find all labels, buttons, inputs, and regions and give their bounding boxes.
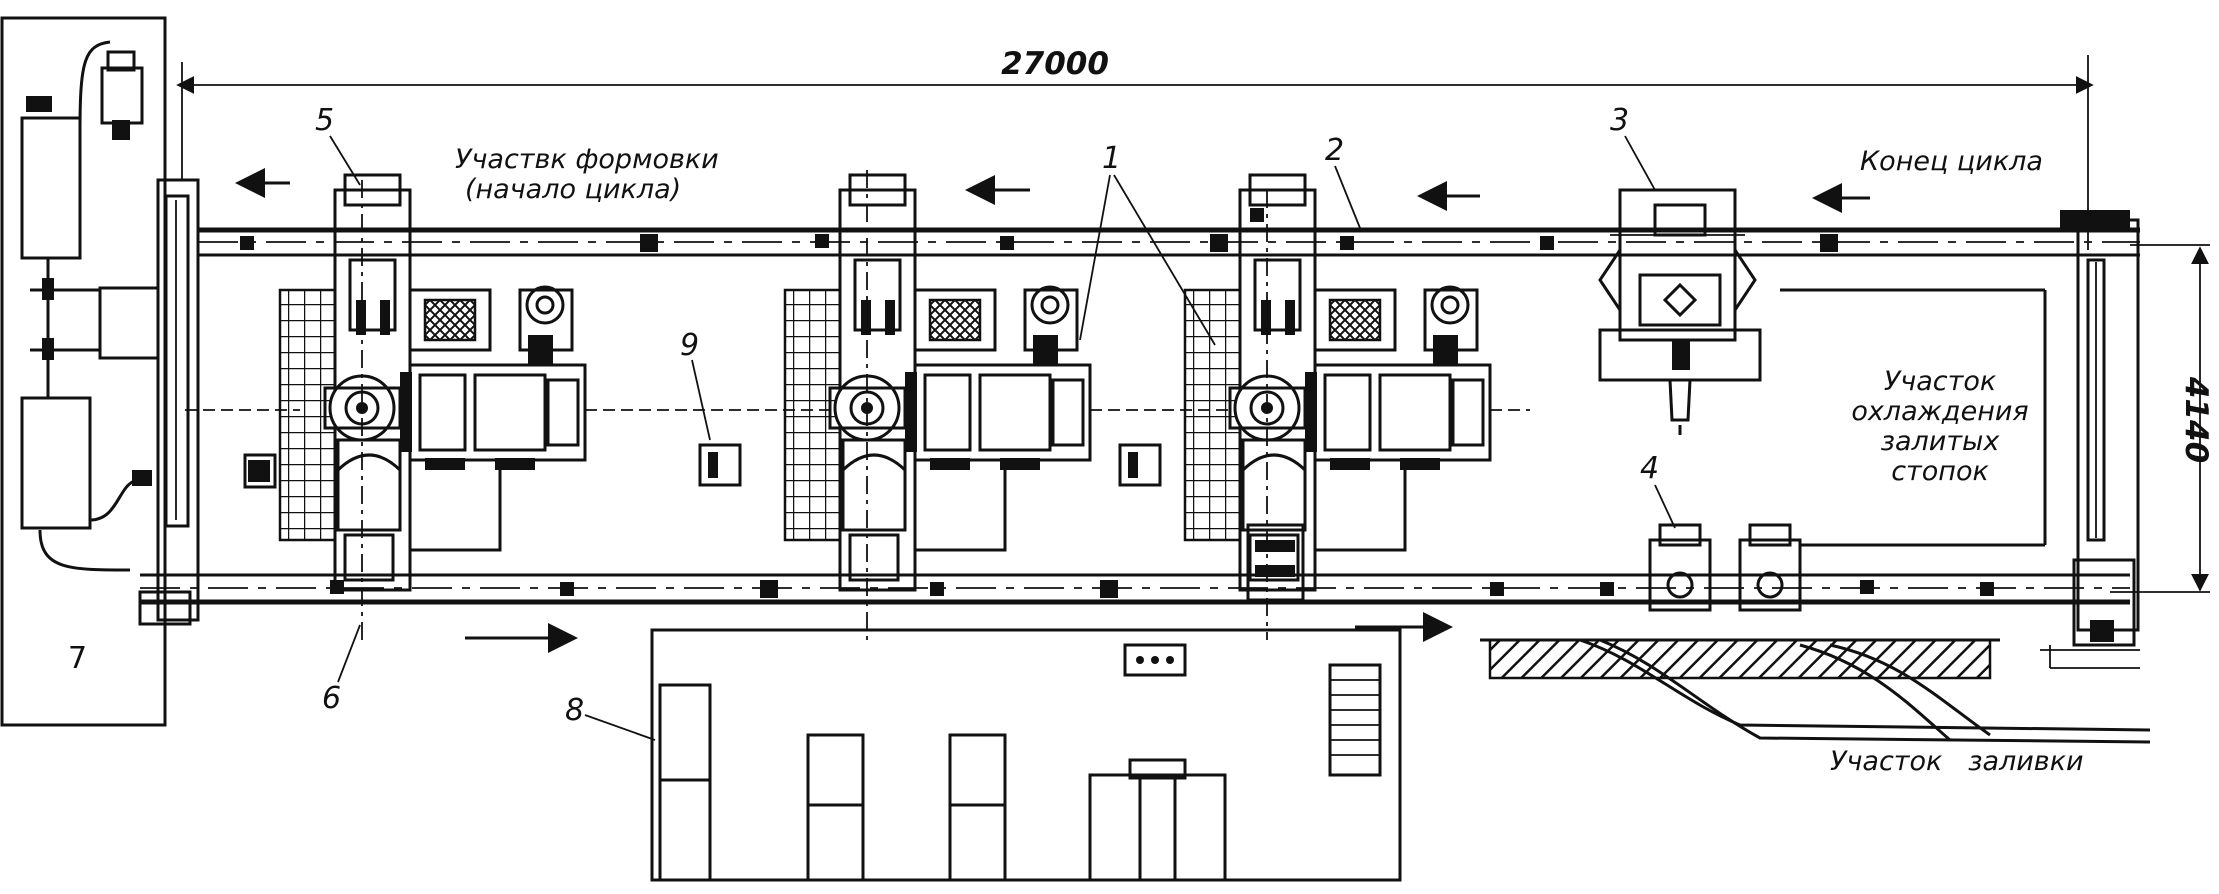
molding-station-1	[278, 173, 587, 592]
callout-2: 2	[1325, 133, 1344, 168]
dimension-width: 4140	[2110, 244, 2214, 593]
cooling-label-4: стопок	[1891, 456, 1989, 487]
conveyor-frame	[138, 178, 2140, 669]
callout-5: 5	[315, 103, 334, 138]
callouts: 1 2 3 4 5 6 8 9	[315, 103, 1676, 741]
callout-3: 3	[1610, 103, 1629, 138]
cooling-label-1: Участок	[1884, 366, 1997, 397]
molding-label-2: (начало цикла)	[465, 174, 681, 205]
flow-arrows	[235, 168, 1870, 653]
area-labels: Участвк формовки (начало цикла) Конец ци…	[455, 144, 2084, 777]
callout-9: 9	[680, 328, 699, 363]
callout-8: 8	[565, 693, 584, 728]
callout-6: 6	[322, 681, 341, 716]
control-cabinet: 7	[0, 16, 167, 727]
pouring-label: Участок заливки	[1830, 746, 2084, 777]
pouring-machine	[1598, 188, 1762, 435]
molding-label-1: Участвк формовки	[455, 144, 719, 175]
dimension-length: 27000	[176, 46, 2094, 250]
callout-1: 1	[1102, 141, 1121, 176]
cooling-label-2: охлаждения	[1851, 396, 2028, 427]
dimension-width-label: 4140	[2178, 376, 2214, 463]
callout-4: 4	[1640, 451, 1659, 486]
cooling-label-3: залитых	[1881, 426, 2001, 457]
station-details	[185, 170, 1530, 640]
pusher-units	[1648, 523, 1802, 612]
cycle-end-label: Конец цикла	[1860, 146, 2043, 177]
callout-7: 7	[68, 641, 87, 676]
service-building	[650, 628, 1402, 882]
dimension-length-label: 27000	[1001, 46, 1109, 82]
pouring-area	[1480, 638, 2151, 744]
